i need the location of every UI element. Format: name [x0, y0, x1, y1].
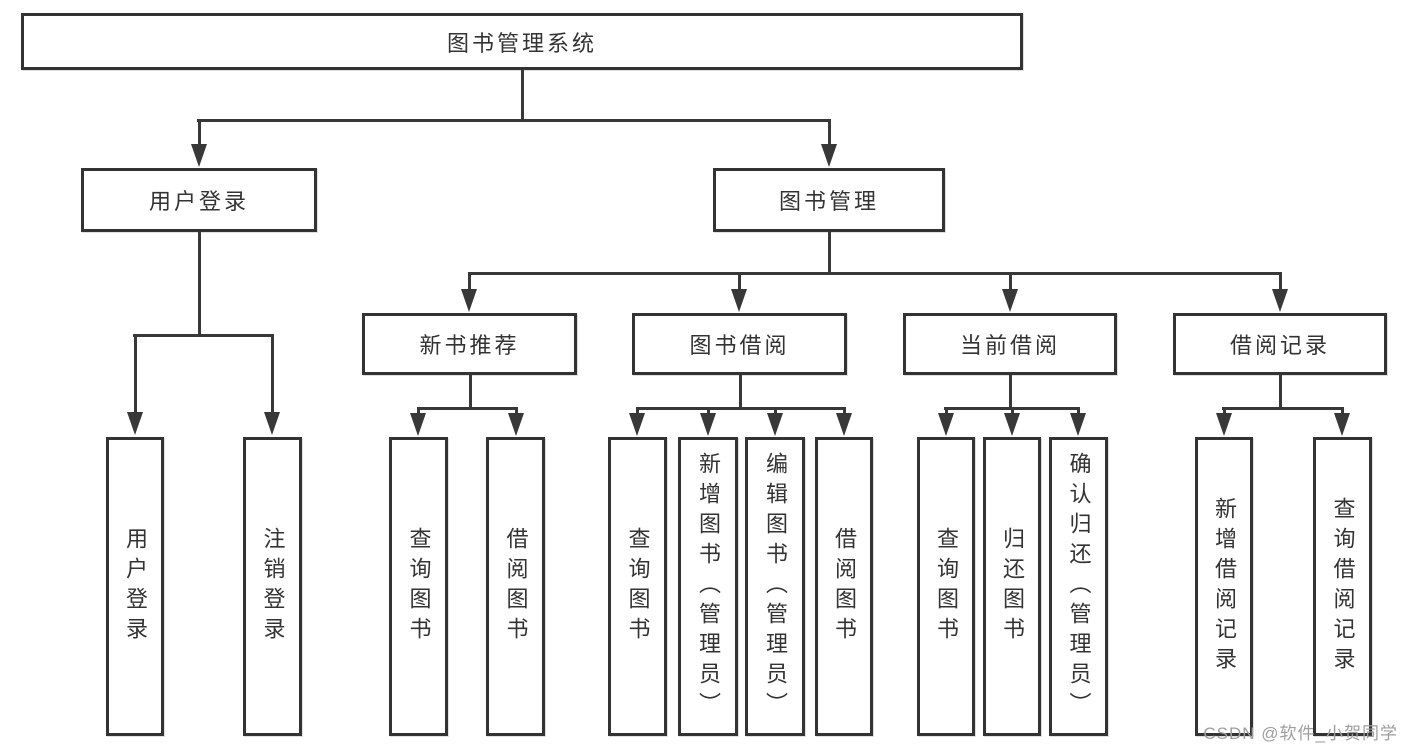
arrowhead-icon: [938, 413, 954, 436]
arrowhead-icon: [731, 289, 747, 312]
arrowhead-icon: [1070, 413, 1086, 436]
node-label: 查询图书: [406, 526, 432, 647]
leaf-query-borrow-record: 查询借阅记录: [1313, 437, 1372, 736]
arrowhead-icon: [700, 413, 716, 436]
leaf-query-books-borrowing: 查询图书: [608, 437, 667, 736]
node-label: 确认归还（管理员）: [1066, 451, 1092, 722]
node-label: 新增借阅记录: [1212, 496, 1237, 677]
connector-arrow-stem: [737, 273, 741, 294]
connector-line: [468, 271, 1282, 275]
arrowhead-icon: [629, 413, 645, 436]
leaf-logout: 注销登录: [243, 437, 302, 736]
node-label: 借阅图书: [832, 526, 857, 647]
arrowhead-icon: [767, 413, 783, 436]
connector-line: [468, 375, 472, 410]
leaf-return-book: 归还图书: [983, 437, 1041, 736]
node-label: 归还图书: [1000, 526, 1025, 647]
leaf-query-books-recommend: 查询图书: [389, 437, 448, 736]
arrowhead-icon: [1216, 413, 1232, 436]
node-label: 借阅记录: [1229, 333, 1330, 358]
node-label: 借阅图书: [503, 526, 529, 647]
connector-arrow-stem: [1008, 273, 1012, 294]
leaf-query-books-current: 查询图书: [917, 437, 975, 736]
connector-line: [1222, 406, 1344, 410]
connector-line: [1278, 375, 1282, 410]
arrowhead-icon: [1004, 413, 1020, 436]
node-current-borrowing: 当前借阅: [903, 313, 1117, 375]
arrowhead-icon: [1334, 413, 1350, 436]
connector-line: [197, 232, 201, 337]
leaf-borrow-books-recommend: 借阅图书: [486, 437, 545, 736]
connector-arrow-stem: [270, 335, 274, 417]
node-label: 注销登录: [260, 526, 286, 647]
leaf-user-login: 用户登录: [106, 437, 164, 736]
arrowhead-icon: [410, 413, 426, 436]
node-borrowing-records: 借阅记录: [1173, 313, 1387, 375]
connector-line: [827, 232, 831, 275]
node-label: 新增图书（管理员）: [696, 451, 721, 722]
leaf-confirm-return-admin: 确认归还（管理员）: [1049, 437, 1108, 736]
node-book-borrowing: 图书借阅: [632, 313, 847, 375]
connector-line: [636, 406, 846, 410]
connector-arrow-stem: [133, 335, 137, 417]
connector-arrow-stem: [467, 273, 471, 294]
arrowhead-icon: [1002, 289, 1018, 312]
connector-arrow-stem: [1278, 273, 1282, 294]
connector-line: [197, 118, 831, 122]
node-library-management-system: 图书管理系统: [21, 13, 1023, 70]
connector-arrow-stem: [827, 120, 831, 149]
node-user-login: 用户登录: [81, 168, 317, 232]
leaf-borrow-books-borrowing: 借阅图书: [815, 437, 873, 736]
arrowhead-icon: [191, 144, 207, 167]
node-book-management: 图书管理: [713, 168, 945, 232]
connector-line: [738, 375, 742, 410]
node-label: 查询图书: [934, 526, 959, 647]
connector-line: [133, 333, 274, 337]
arrowhead-icon: [1272, 289, 1288, 312]
arrowhead-icon: [508, 413, 524, 436]
connector-line: [1008, 375, 1012, 410]
node-label: 用户登录: [123, 526, 148, 647]
connector-line: [417, 406, 518, 410]
node-label: 图书管理: [778, 189, 879, 214]
connector-line: [520, 70, 524, 122]
node-label: 用户登录: [148, 189, 249, 214]
leaf-add-borrow-record: 新增借阅记录: [1195, 437, 1253, 736]
node-label: 查询借阅记录: [1330, 496, 1356, 677]
arrowhead-icon: [127, 412, 143, 435]
node-label: 新书推荐: [419, 333, 520, 358]
node-label: 当前借阅: [959, 333, 1060, 358]
node-new-book-recommendation: 新书推荐: [362, 313, 577, 375]
connector-arrow-stem: [197, 120, 201, 149]
arrowhead-icon: [461, 289, 477, 312]
node-label: 图书借阅: [689, 333, 790, 358]
node-label: 编辑图书（管理员）: [763, 451, 788, 722]
node-label: 图书管理系统: [446, 30, 597, 56]
node-label: 查询图书: [625, 526, 651, 647]
arrowhead-icon: [264, 412, 280, 435]
arrowhead-icon: [836, 413, 852, 436]
arrowhead-icon: [821, 144, 837, 167]
leaf-add-book-admin: 新增图书（管理员）: [678, 437, 738, 736]
csdn-watermark: CSDN @软件_小贺同学: [1203, 724, 1398, 743]
leaf-edit-book-admin: 编辑图书（管理员）: [745, 437, 805, 736]
